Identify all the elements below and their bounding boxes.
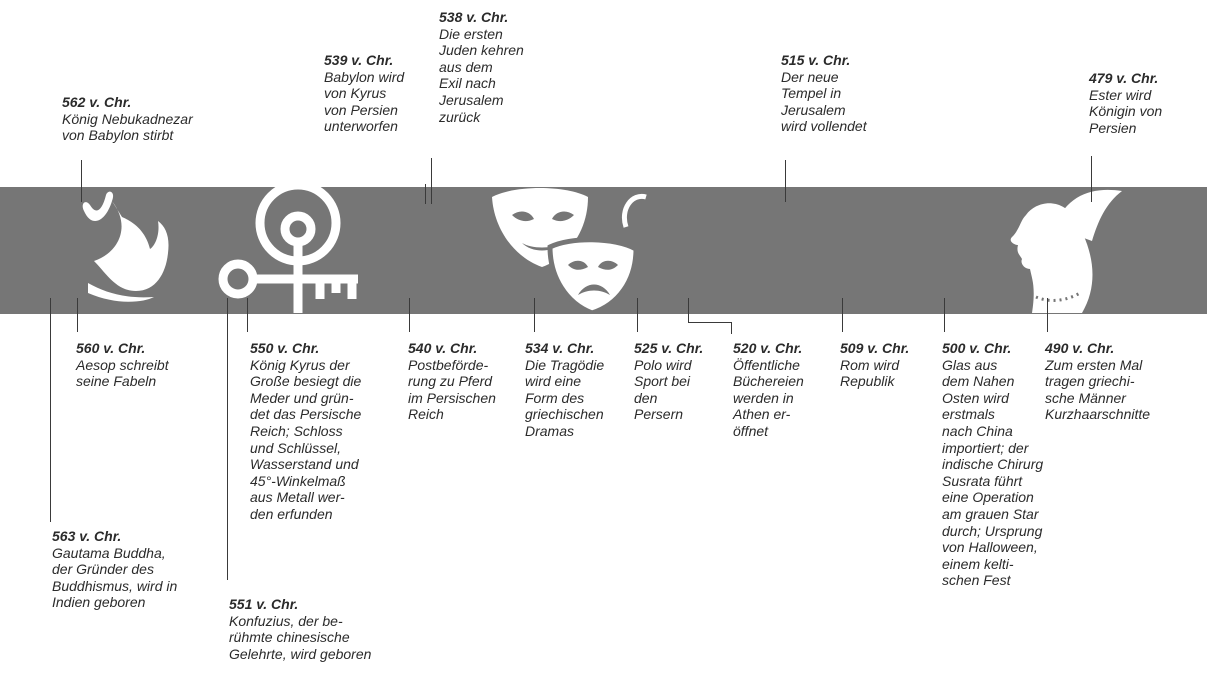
event-date: 560 v. Chr.: [76, 340, 146, 356]
connector-500: [944, 298, 945, 332]
event-500: 500 v. Chr. Glas aus dem Nahen Osten wir…: [942, 340, 1043, 589]
event-date: 490 v. Chr.: [1045, 340, 1115, 356]
event-text: Gautama Buddha, der Gründer des Buddhism…: [52, 544, 178, 611]
connector-534: [534, 298, 535, 332]
event-509: 509 v. Chr. Rom wird Republik: [840, 340, 909, 390]
event-text: König Kyrus der Große besiegt die Meder …: [250, 356, 362, 522]
event-date: 479 v. Chr.: [1089, 70, 1159, 86]
connector-525: [637, 298, 638, 332]
event-text: Rom wird Republik: [840, 356, 900, 390]
event-539: 539 v. Chr. Babylon wird von Kyrus von P…: [324, 52, 404, 135]
connector-520-horizontal: [688, 322, 732, 323]
event-date: 534 v. Chr.: [525, 340, 595, 356]
connector-551: [227, 298, 228, 580]
event-text: Babylon wird von Kyrus von Persien unter…: [324, 68, 405, 135]
connector-539: [425, 184, 426, 204]
event-date: 525 v. Chr.: [634, 340, 704, 356]
connector-509: [842, 298, 843, 332]
event-520: 520 v. Chr. Öffentliche Büchereien werde…: [733, 340, 804, 440]
event-562: 562 v. Chr. König Nebukadnezar von Babyl…: [62, 94, 193, 144]
event-560: 560 v. Chr. Aesop schreibt seine Fabeln: [76, 340, 169, 390]
connector-479: [1091, 156, 1092, 202]
connector-562: [81, 160, 82, 202]
event-text: Öffentliche Büchereien werden in Athen e…: [733, 356, 804, 439]
connector-520-end: [731, 322, 732, 334]
event-563: 563 v. Chr. Gautama Buddha, der Gründer …: [52, 528, 177, 611]
event-490: 490 v. Chr. Zum ersten Mal tragen griech…: [1045, 340, 1150, 423]
connector-490: [1047, 298, 1048, 332]
theater-masks-icon: [492, 188, 647, 314]
event-540: 540 v. Chr. Postbeförde- rung zu Pferd i…: [408, 340, 496, 423]
event-date: 500 v. Chr.: [942, 340, 1012, 356]
event-text: Der neue Tempel in Jerusalem wird vollen…: [781, 68, 867, 135]
event-date: 509 v. Chr.: [840, 340, 910, 356]
connector-538: [431, 158, 432, 204]
event-text: Zum ersten Mal tragen griechi- sche Männ…: [1045, 356, 1151, 423]
event-text: Konfuzius, der be- rühmte chinesische Ge…: [229, 612, 372, 662]
event-date: 538 v. Chr.: [439, 9, 509, 25]
connector-540: [409, 298, 410, 332]
event-479: 479 v. Chr. Ester wird Königin von Persi…: [1089, 70, 1162, 136]
event-525: 525 v. Chr. Polo wird Sport bei den Pers…: [634, 340, 703, 423]
event-date: 550 v. Chr.: [250, 340, 320, 356]
event-550: 550 v. Chr. König Kyrus der Große besieg…: [250, 340, 361, 523]
woman-profile-icon: [1010, 189, 1122, 313]
event-text: Die ersten Juden kehren aus dem Exil nac…: [439, 25, 524, 125]
connector-563: [50, 298, 51, 522]
hand-icon: [82, 191, 169, 302]
event-534: 534 v. Chr. Die Tragödie wird eine Form …: [525, 340, 604, 440]
connector-550: [247, 298, 248, 332]
connector-520-vertical: [688, 298, 689, 323]
event-text: Ester wird Königin von Persien: [1089, 86, 1163, 136]
event-date: 515 v. Chr.: [781, 52, 851, 68]
event-date: 563 v. Chr.: [52, 528, 122, 544]
event-date: 551 v. Chr.: [229, 596, 299, 612]
event-text: Die Tragödie wird eine Form des griechis…: [525, 356, 605, 439]
event-date: 539 v. Chr.: [324, 52, 394, 68]
event-551: 551 v. Chr. Konfuzius, der be- rühmte ch…: [229, 596, 371, 662]
event-date: 520 v. Chr.: [733, 340, 803, 356]
event-date: 562 v. Chr.: [62, 94, 132, 110]
key-and-lock-icon: [218, 187, 358, 313]
event-538: 538 v. Chr. Die ersten Juden kehren aus …: [439, 9, 524, 125]
connector-560: [77, 298, 78, 332]
event-text: Polo wird Sport bei den Persern: [634, 356, 692, 423]
connector-515: [785, 160, 786, 202]
event-text: Aesop schreibt seine Fabeln: [76, 356, 169, 390]
event-text: Glas aus dem Nahen Osten wird erstmals n…: [942, 356, 1044, 589]
event-text: König Nebukadnezar von Babylon stirbt: [62, 110, 193, 144]
event-515: 515 v. Chr. Der neue Tempel in Jerusalem…: [781, 52, 867, 135]
event-text: Postbeförde- rung zu Pferd im Persischen…: [408, 356, 496, 423]
event-date: 540 v. Chr.: [408, 340, 478, 356]
